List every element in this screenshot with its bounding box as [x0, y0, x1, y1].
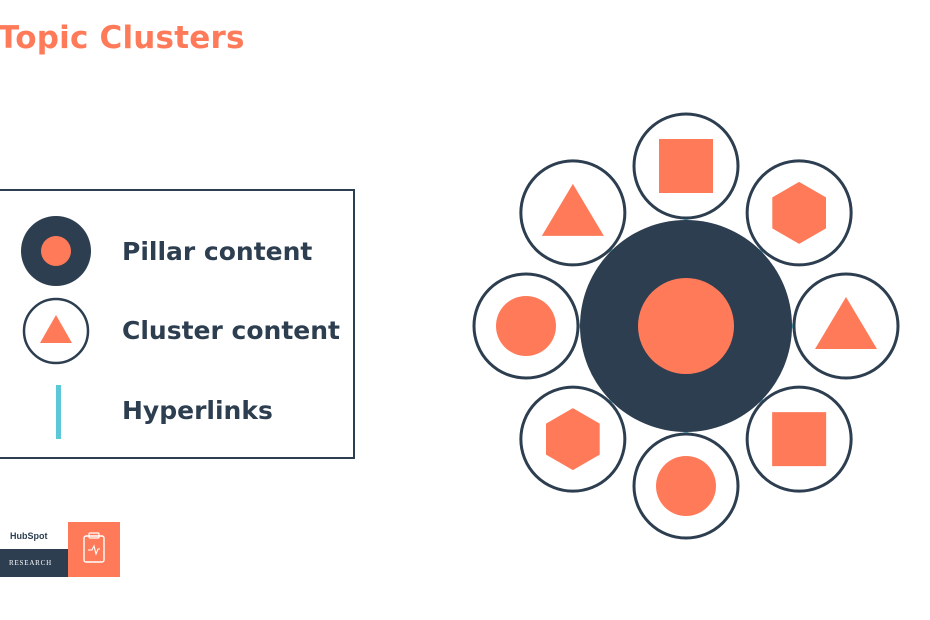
legend-label-cluster: Cluster content — [122, 316, 340, 345]
cluster-node-3 — [745, 385, 853, 493]
logo-research-text: RESEARCH — [9, 559, 52, 567]
cluster-node-7 — [519, 159, 627, 267]
cluster-node-1 — [745, 159, 853, 267]
page-title: Topic Clusters — [0, 20, 245, 56]
cluster-node-5 — [519, 385, 627, 493]
legend-label-pillar: Pillar content — [122, 237, 313, 266]
legend-label-hyperlinks: Hyperlinks — [122, 396, 273, 425]
logo-brand-text: HubSpot — [10, 531, 48, 541]
cluster-node-4 — [632, 432, 740, 540]
legend-box: Pillar content Cluster content Hyperlink… — [0, 189, 355, 459]
square-shape — [659, 139, 713, 193]
triangle-shape — [815, 297, 877, 349]
circle-shape — [496, 296, 556, 356]
triangle-shape — [541, 183, 604, 236]
hexagon-shape — [772, 181, 826, 244]
pillar-node — [580, 220, 792, 432]
cluster-node-2 — [792, 272, 900, 380]
clipboard-icon — [68, 522, 120, 577]
cluster-node-0 — [632, 112, 740, 220]
hyperlink-legend-icon — [56, 385, 61, 439]
circle-shape — [656, 456, 716, 516]
hubspot-research-logo: HubSpot RESEARCH — [0, 522, 120, 577]
pillar-legend-icon — [21, 216, 91, 286]
cluster-legend-icon — [22, 297, 90, 365]
square-shape — [772, 412, 827, 467]
cluster-node-6 — [472, 272, 580, 380]
hexagon-shape — [546, 408, 600, 471]
